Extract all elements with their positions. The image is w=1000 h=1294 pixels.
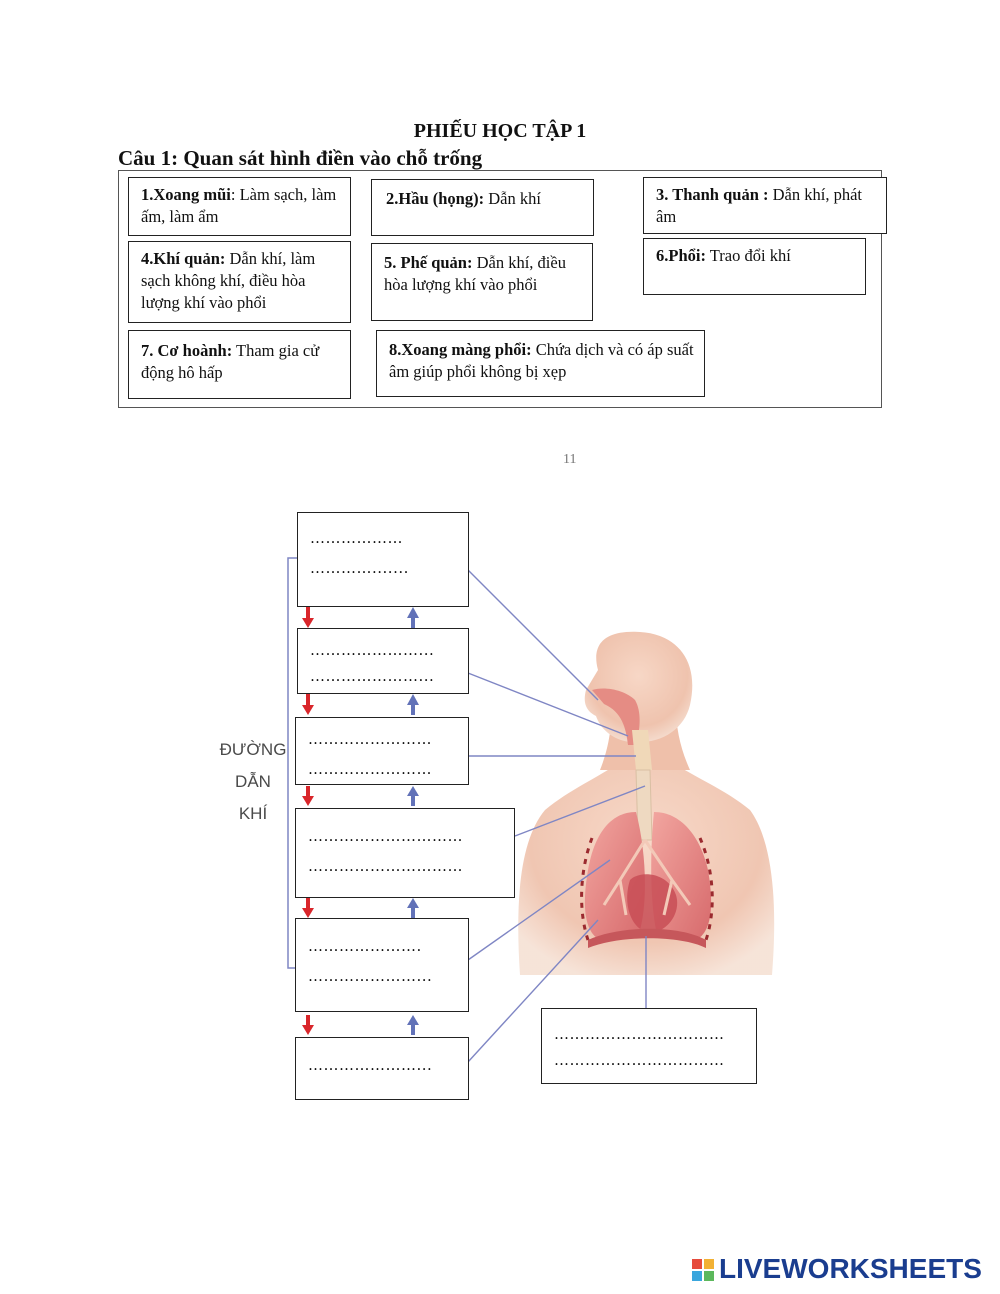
arrow-up-4 xyxy=(407,898,419,918)
answer-blank-6[interactable]: …………………... xyxy=(295,1037,469,1100)
arrow-up-2 xyxy=(407,694,419,715)
arrow-up-1 xyxy=(407,607,419,628)
answer-blank-3[interactable]: ………………………………………… xyxy=(295,717,469,785)
answer-blank-1[interactable]: …………………………....... xyxy=(297,512,469,607)
arrow-down-4 xyxy=(302,898,314,918)
answer-blank-7[interactable]: ………………………………………………………… xyxy=(541,1008,757,1084)
liveworksheets-logo-icon xyxy=(691,1258,715,1282)
arrow-down-1 xyxy=(302,607,314,628)
arrow-down-5 xyxy=(302,1015,314,1035)
arrow-up-5 xyxy=(407,1015,419,1035)
liveworksheets-brand[interactable]: LIVEWORKSHEETS xyxy=(719,1253,982,1285)
answer-blank-2[interactable]: …………………...…………………... xyxy=(297,628,469,694)
answer-blank-5[interactable]: ………………….…………………... xyxy=(295,918,469,1012)
arrow-down-3 xyxy=(302,786,314,806)
answer-blank-4[interactable]: …………………………………………………… xyxy=(295,808,515,898)
arrow-down-2 xyxy=(302,694,314,715)
arrow-up-3 xyxy=(407,786,419,806)
